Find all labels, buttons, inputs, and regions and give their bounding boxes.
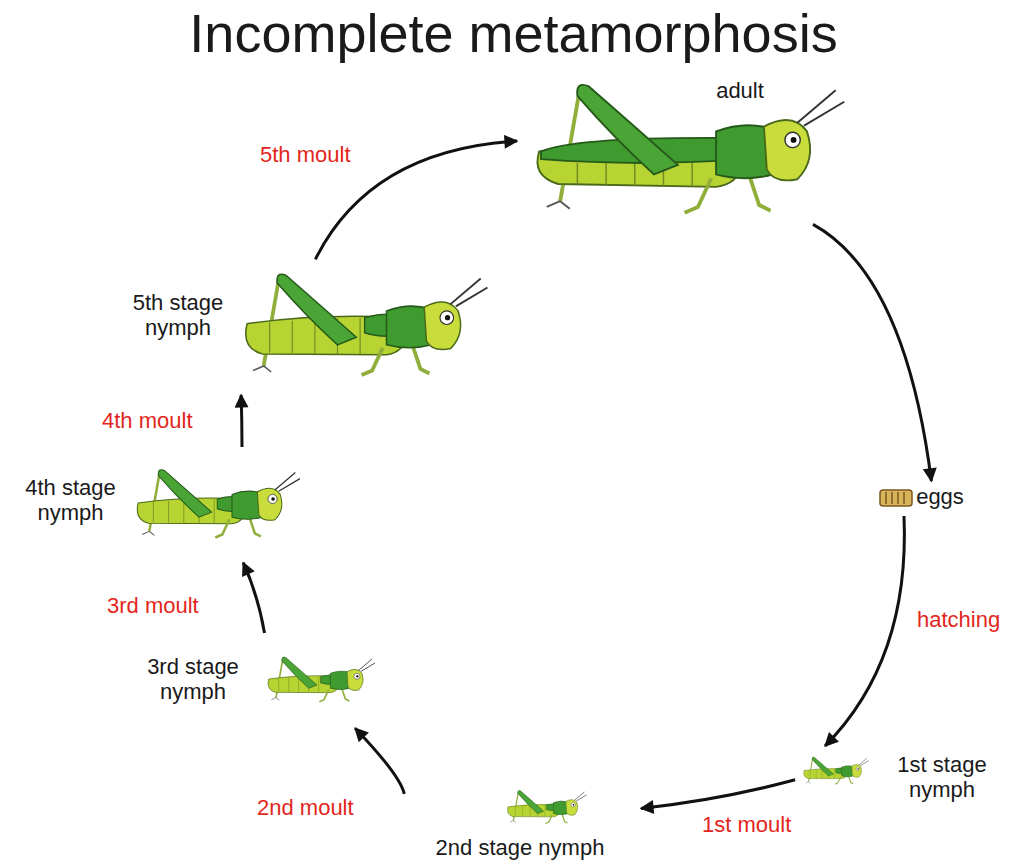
egg-stage: eggs <box>876 484 969 513</box>
moult-label: 1st moult <box>700 812 793 837</box>
diagram-title: Incomplete metamorphosis <box>0 4 1027 63</box>
nymph-stage: 2nd stage nymph <box>405 785 638 864</box>
cycle-arrow <box>825 516 904 746</box>
stage-label: 5th stage nymph <box>122 290 234 341</box>
stage-label: eggs <box>914 484 966 509</box>
fourth-nymph <box>137 470 300 538</box>
moult-label: 4th moult <box>100 408 195 433</box>
first-nymph <box>804 757 869 784</box>
egg-pod <box>880 490 912 506</box>
stage-label: 4th stage nymph <box>8 475 133 526</box>
moult-label: 5th moult <box>258 142 353 167</box>
stage-label: 2nd stage nymph <box>405 835 635 860</box>
nymph-stage: 1st stage nymph <box>798 748 998 810</box>
fifth-nymph <box>246 274 488 375</box>
nymph-stage: 5th stage nymph <box>122 262 492 392</box>
cycle-arrow <box>641 780 795 809</box>
nymph-stage: 4th stage nymph <box>8 450 308 560</box>
moult-label: hatching <box>915 607 1002 632</box>
cycle-arrow <box>355 728 404 794</box>
nymph-stage: 3rd stage nymph <box>128 636 378 726</box>
second-nymph <box>507 791 586 824</box>
adult-grasshopper <box>537 85 844 213</box>
cycle-arrow <box>240 395 244 447</box>
third-nymph <box>268 657 375 702</box>
moult-label: 2nd moult <box>255 795 356 820</box>
adult-stage: adult <box>520 78 850 223</box>
cycle-arrow <box>813 224 931 481</box>
stage-label: adult <box>710 78 770 103</box>
stage-label: 1st stage nymph <box>893 752 991 803</box>
stage-label: 3rd stage nymph <box>128 654 258 705</box>
cycle-arrow <box>243 563 264 633</box>
moult-label: 3rd moult <box>105 593 201 618</box>
